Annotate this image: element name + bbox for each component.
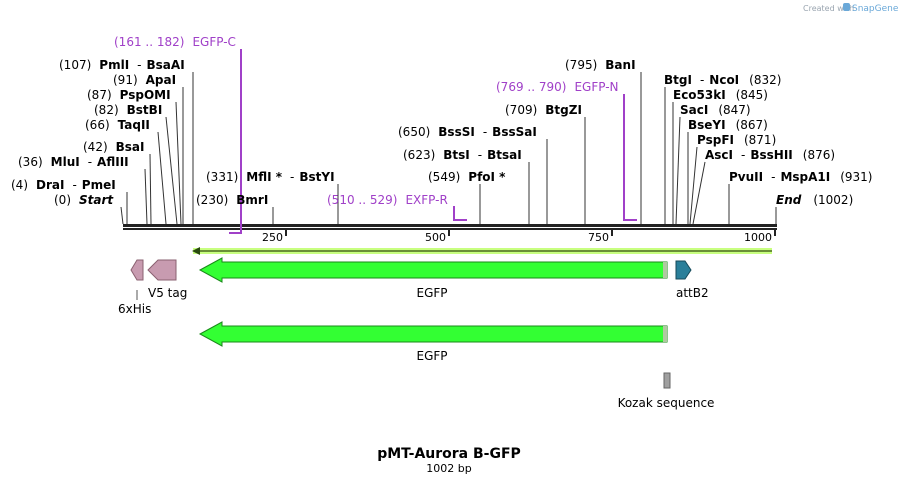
feature-kozak-label: Kozak sequence	[618, 396, 715, 410]
site-btgi: BtgI-NcoI(832)	[664, 73, 781, 87]
site-pvuii: PvuII-MspA1I(931)	[729, 170, 873, 184]
site-bani: (795)BanI	[565, 58, 636, 72]
site-lines	[120, 72, 777, 225]
map-title: pMT-Aurora B-GFP	[377, 446, 521, 462]
feature-attb2-arrow	[675, 260, 692, 280]
site-drai: (4)DraI-PmeI	[11, 178, 116, 192]
map-length: 1002 bp	[426, 462, 471, 475]
site-start: (0)Start	[54, 193, 114, 207]
primer-exfp-r-mark	[453, 206, 467, 221]
tick-label-1000: 1000	[744, 231, 772, 244]
primer-egfp-n-mark	[623, 94, 637, 221]
site-mlui: (36)MluI-AflIII	[18, 155, 129, 169]
site-btgzi: (709)BtgZI	[505, 103, 582, 117]
backbone-bottom	[123, 228, 777, 230]
site-pfoi: (549)PfoI *	[428, 170, 506, 184]
site-taqii: (66)TaqII	[85, 118, 150, 132]
primer-egfp-c: (161 .. 182)EGFP-C	[114, 35, 236, 49]
site-eco53ki: Eco53kI(845)	[673, 88, 768, 102]
feature-egfp-end-2	[663, 326, 667, 342]
site-pmli: (107)PmlI-BsaAI	[59, 58, 185, 72]
tick-label-750: 750	[588, 231, 609, 244]
feature-6xhis-arrow	[130, 259, 144, 281]
tick-label-250: 250	[262, 231, 283, 244]
orf-arrow	[192, 247, 772, 255]
feature-v5tag-label: V5 tag	[148, 286, 187, 300]
site-bsssi: (650)BssSI-BssSaI	[398, 125, 537, 139]
snapgene-icon	[843, 3, 850, 11]
credit: Created with	[803, 4, 854, 13]
feature-v5tag-arrow	[147, 259, 177, 281]
site-bstbi: (82)BstBI	[94, 103, 162, 117]
site-bsai: (42)BsaI	[83, 140, 145, 154]
feature-egfp-label-2: EGFP	[416, 349, 447, 363]
site-saci: SacI(847)	[680, 103, 751, 117]
feature-egfp-arrow-1	[198, 257, 668, 283]
ruler: 250 500 750 1000	[262, 230, 776, 244]
site-bmri: (230)BmrI	[196, 193, 268, 207]
site-apai: (91)ApaI	[113, 73, 176, 87]
feature-egfp-end-1	[663, 262, 667, 278]
site-asci: AscI-BssHII(876)	[705, 148, 835, 162]
site-btsi: (623)BtsI-BtsaI	[403, 148, 522, 162]
tick-label-500: 500	[425, 231, 446, 244]
site-pspfi: PspFI(871)	[697, 133, 776, 147]
feature-kozak-box	[663, 372, 671, 389]
backbone-top	[123, 224, 777, 227]
feature-egfp-label-1: EGFP	[416, 286, 447, 300]
feature-egfp-arrow-2	[198, 321, 668, 347]
feature-6xhis-label: 6xHis	[118, 302, 151, 316]
feature-attb2-label: attB2	[676, 286, 709, 300]
primer-egfp-c-mark	[229, 49, 242, 234]
primer-egfp-n: (769 .. 790)EGFP-N	[496, 80, 619, 94]
snapgene-logo: SnapGene	[852, 4, 899, 14]
primer-marks	[229, 49, 637, 234]
site-mfli: (331)MflI *-BstYI	[206, 170, 335, 184]
site-bseyi: BseYI(867)	[688, 118, 768, 132]
site-end: End(1002)	[776, 193, 853, 207]
site-pspomi: (87)PspOMI	[87, 88, 171, 102]
primer-exfp-r: (510 .. 529)EXFP-R	[327, 193, 448, 207]
